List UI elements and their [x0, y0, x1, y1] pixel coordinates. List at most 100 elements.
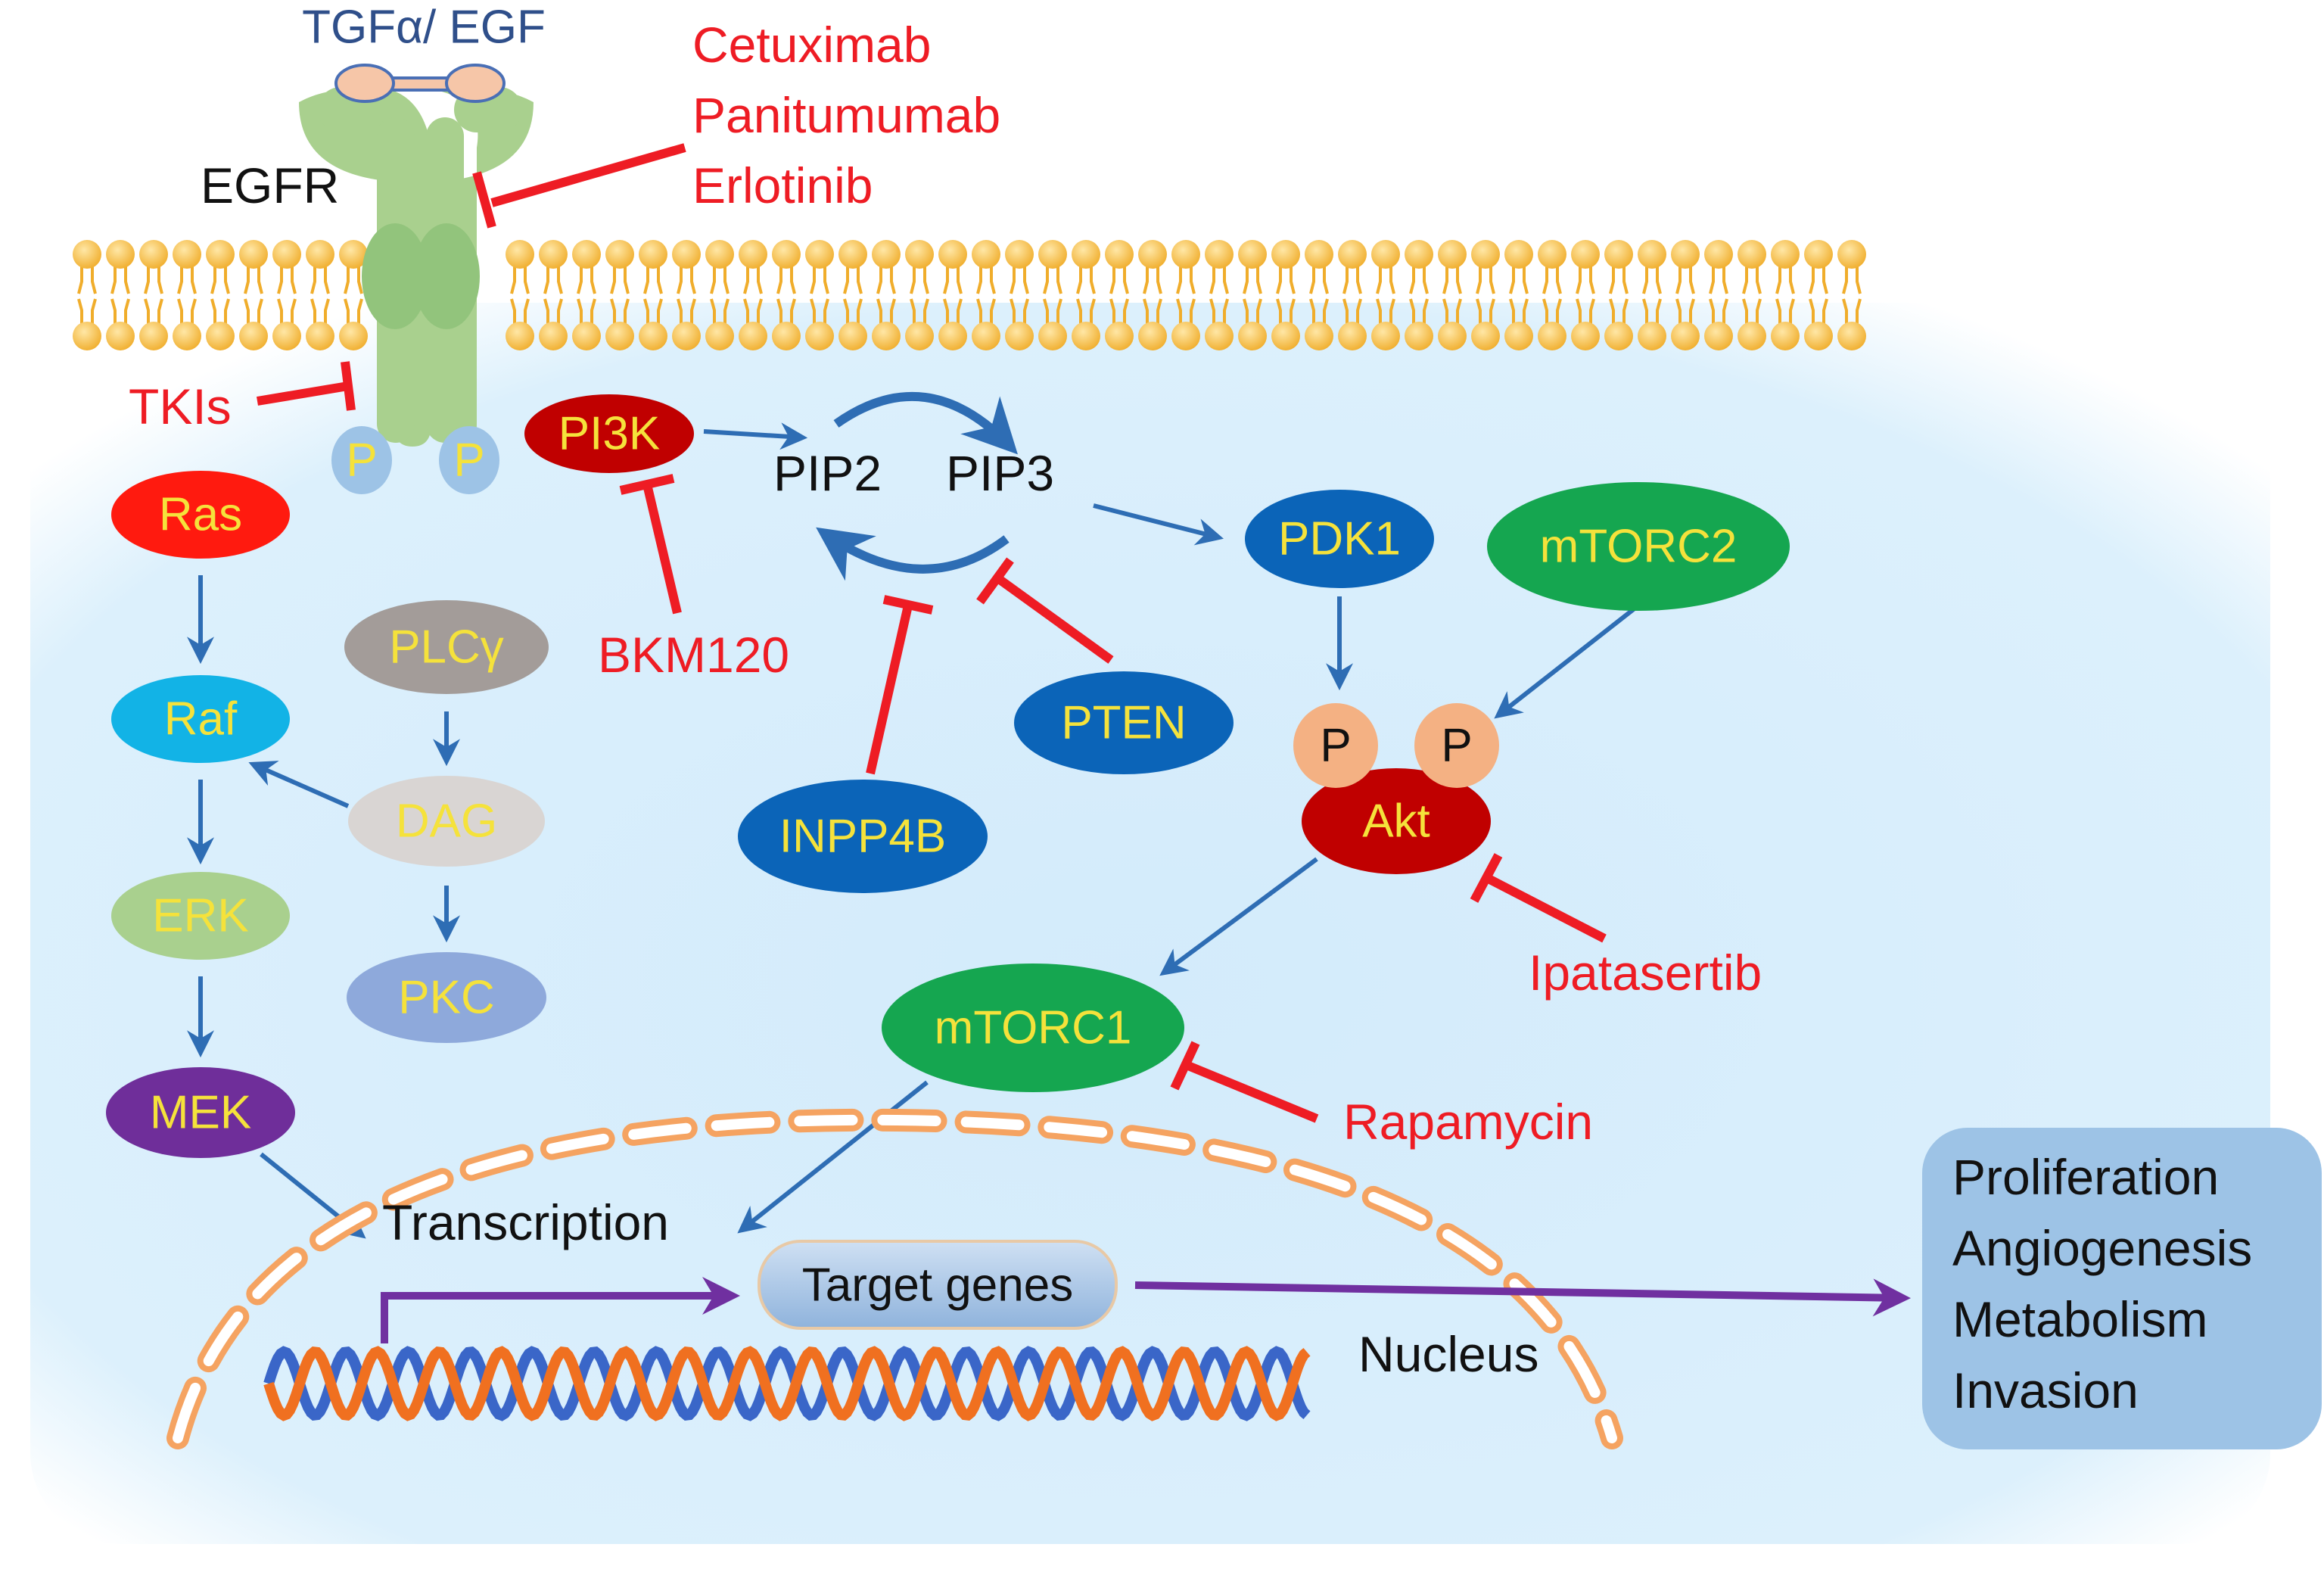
lipid-tail [776, 298, 796, 324]
lipid-head [1571, 322, 1600, 350]
lipid-tail [776, 266, 796, 294]
lipid-head [1804, 322, 1833, 350]
lipid-head [272, 322, 301, 350]
svg-text:P: P [1441, 720, 1472, 772]
svg-text:PDK1: PDK1 [1278, 513, 1401, 565]
lipid-tail [643, 266, 663, 294]
lipid-tail [110, 298, 130, 324]
dna-strand-blue [263, 1346, 1311, 1421]
lipid-tail [1076, 266, 1096, 294]
lipid-head [306, 240, 334, 269]
lipid-head [539, 240, 568, 269]
lipid-tail [1675, 298, 1695, 324]
lipid-tail [510, 266, 530, 294]
lipid-head [1671, 240, 1700, 269]
mapk-arrows [187, 575, 460, 1239]
pi3k-arrows [703, 422, 1640, 1234]
lipid-head [173, 322, 201, 350]
lipid-tail [1342, 266, 1362, 294]
lipid-head [1105, 240, 1134, 269]
lipid-head [1271, 240, 1300, 269]
node-pip2: PIP2 [773, 445, 882, 501]
lipid-tail [1842, 266, 1862, 294]
lipid-head [339, 322, 368, 350]
lipid-head [1305, 240, 1333, 269]
svg-text:mTORC1: mTORC1 [935, 1002, 1132, 1054]
lipid-tail [1775, 266, 1795, 294]
lipid-head [1804, 240, 1833, 269]
lipid-head [1638, 240, 1666, 269]
lipid-tail [1176, 266, 1196, 294]
lipid-head [1604, 240, 1633, 269]
lipid-head [1438, 322, 1467, 350]
lipid-head [672, 322, 701, 350]
lipid-tail [810, 266, 829, 294]
lipid-head [73, 322, 101, 350]
lipid-tail [1542, 298, 1562, 324]
lipid-tail [643, 298, 663, 324]
lipid-tail [1309, 298, 1329, 324]
lipid-tail [743, 266, 763, 294]
lipid-tail [77, 298, 97, 324]
lipid-tail [1609, 266, 1629, 294]
svg-text:PI3K: PI3K [558, 408, 660, 460]
lipid-head [772, 240, 801, 269]
lipid-head [1205, 240, 1234, 269]
svg-text:P: P [453, 434, 484, 487]
lipid-tail [77, 266, 97, 294]
lipid-head [306, 322, 334, 350]
akt-phospho-1: P [1293, 703, 1378, 788]
lipid-head [1405, 240, 1433, 269]
purple-arrows [381, 1277, 1911, 1343]
lipid-tail [1010, 266, 1029, 294]
cell-membrane [73, 240, 1866, 350]
lipid-tail [1209, 298, 1229, 324]
svg-text:mTORC2: mTORC2 [1540, 521, 1738, 573]
lipid-tail [344, 266, 363, 294]
lipid-tail [1276, 266, 1296, 294]
lipid-tail [610, 298, 630, 324]
lipid-head [139, 240, 168, 269]
lipid-tail [1509, 266, 1529, 294]
lipid-tail [344, 298, 363, 324]
lipid-tail [1243, 298, 1262, 324]
lipid-head [206, 322, 235, 350]
receptor-phospho-right: P [439, 426, 499, 494]
lipid-head [1072, 322, 1100, 350]
lipid-head [206, 240, 235, 269]
lipid-head [106, 322, 135, 350]
lipid-tail [1842, 298, 1862, 324]
node-inpp4b: INPP4B [738, 780, 988, 893]
inhibit-bkm120 [619, 474, 682, 615]
lipid-head [106, 240, 135, 269]
node-erk: ERK [111, 872, 290, 960]
lipid-head [1471, 322, 1500, 350]
inhibit-ipatasertib [1470, 853, 1607, 943]
lipid-head [639, 322, 667, 350]
lipid-tail [1376, 298, 1395, 324]
lipid-head [1171, 240, 1200, 269]
drug-tkis: TKIs [129, 378, 232, 434]
svg-text:P: P [1320, 720, 1351, 772]
lipid-head [272, 240, 301, 269]
node-pten: PTEN [1014, 671, 1234, 774]
lipid-tail [277, 266, 297, 294]
lipid-tail [1642, 266, 1662, 294]
lipid-head [705, 240, 734, 269]
lipid-tail [577, 266, 596, 294]
lipid-head [1238, 322, 1267, 350]
node-mtorc2: mTORC2 [1487, 482, 1790, 611]
egfr-label: EGFR [201, 157, 339, 213]
node-dag: DAG [348, 776, 545, 867]
outcomes-box: Proliferation Angiogenesis Metabolism In… [1922, 1128, 2322, 1449]
lipid-head [572, 322, 601, 350]
drug-bkm120: BKM120 [598, 627, 789, 683]
lipid-head [739, 240, 767, 269]
lipid-tail [1043, 298, 1062, 324]
lipid-head [1171, 322, 1200, 350]
lipid-head [872, 322, 901, 350]
node-mtorc1: mTORC1 [882, 964, 1184, 1092]
lipid-tail [1143, 266, 1162, 294]
lipid-tail [1742, 266, 1762, 294]
